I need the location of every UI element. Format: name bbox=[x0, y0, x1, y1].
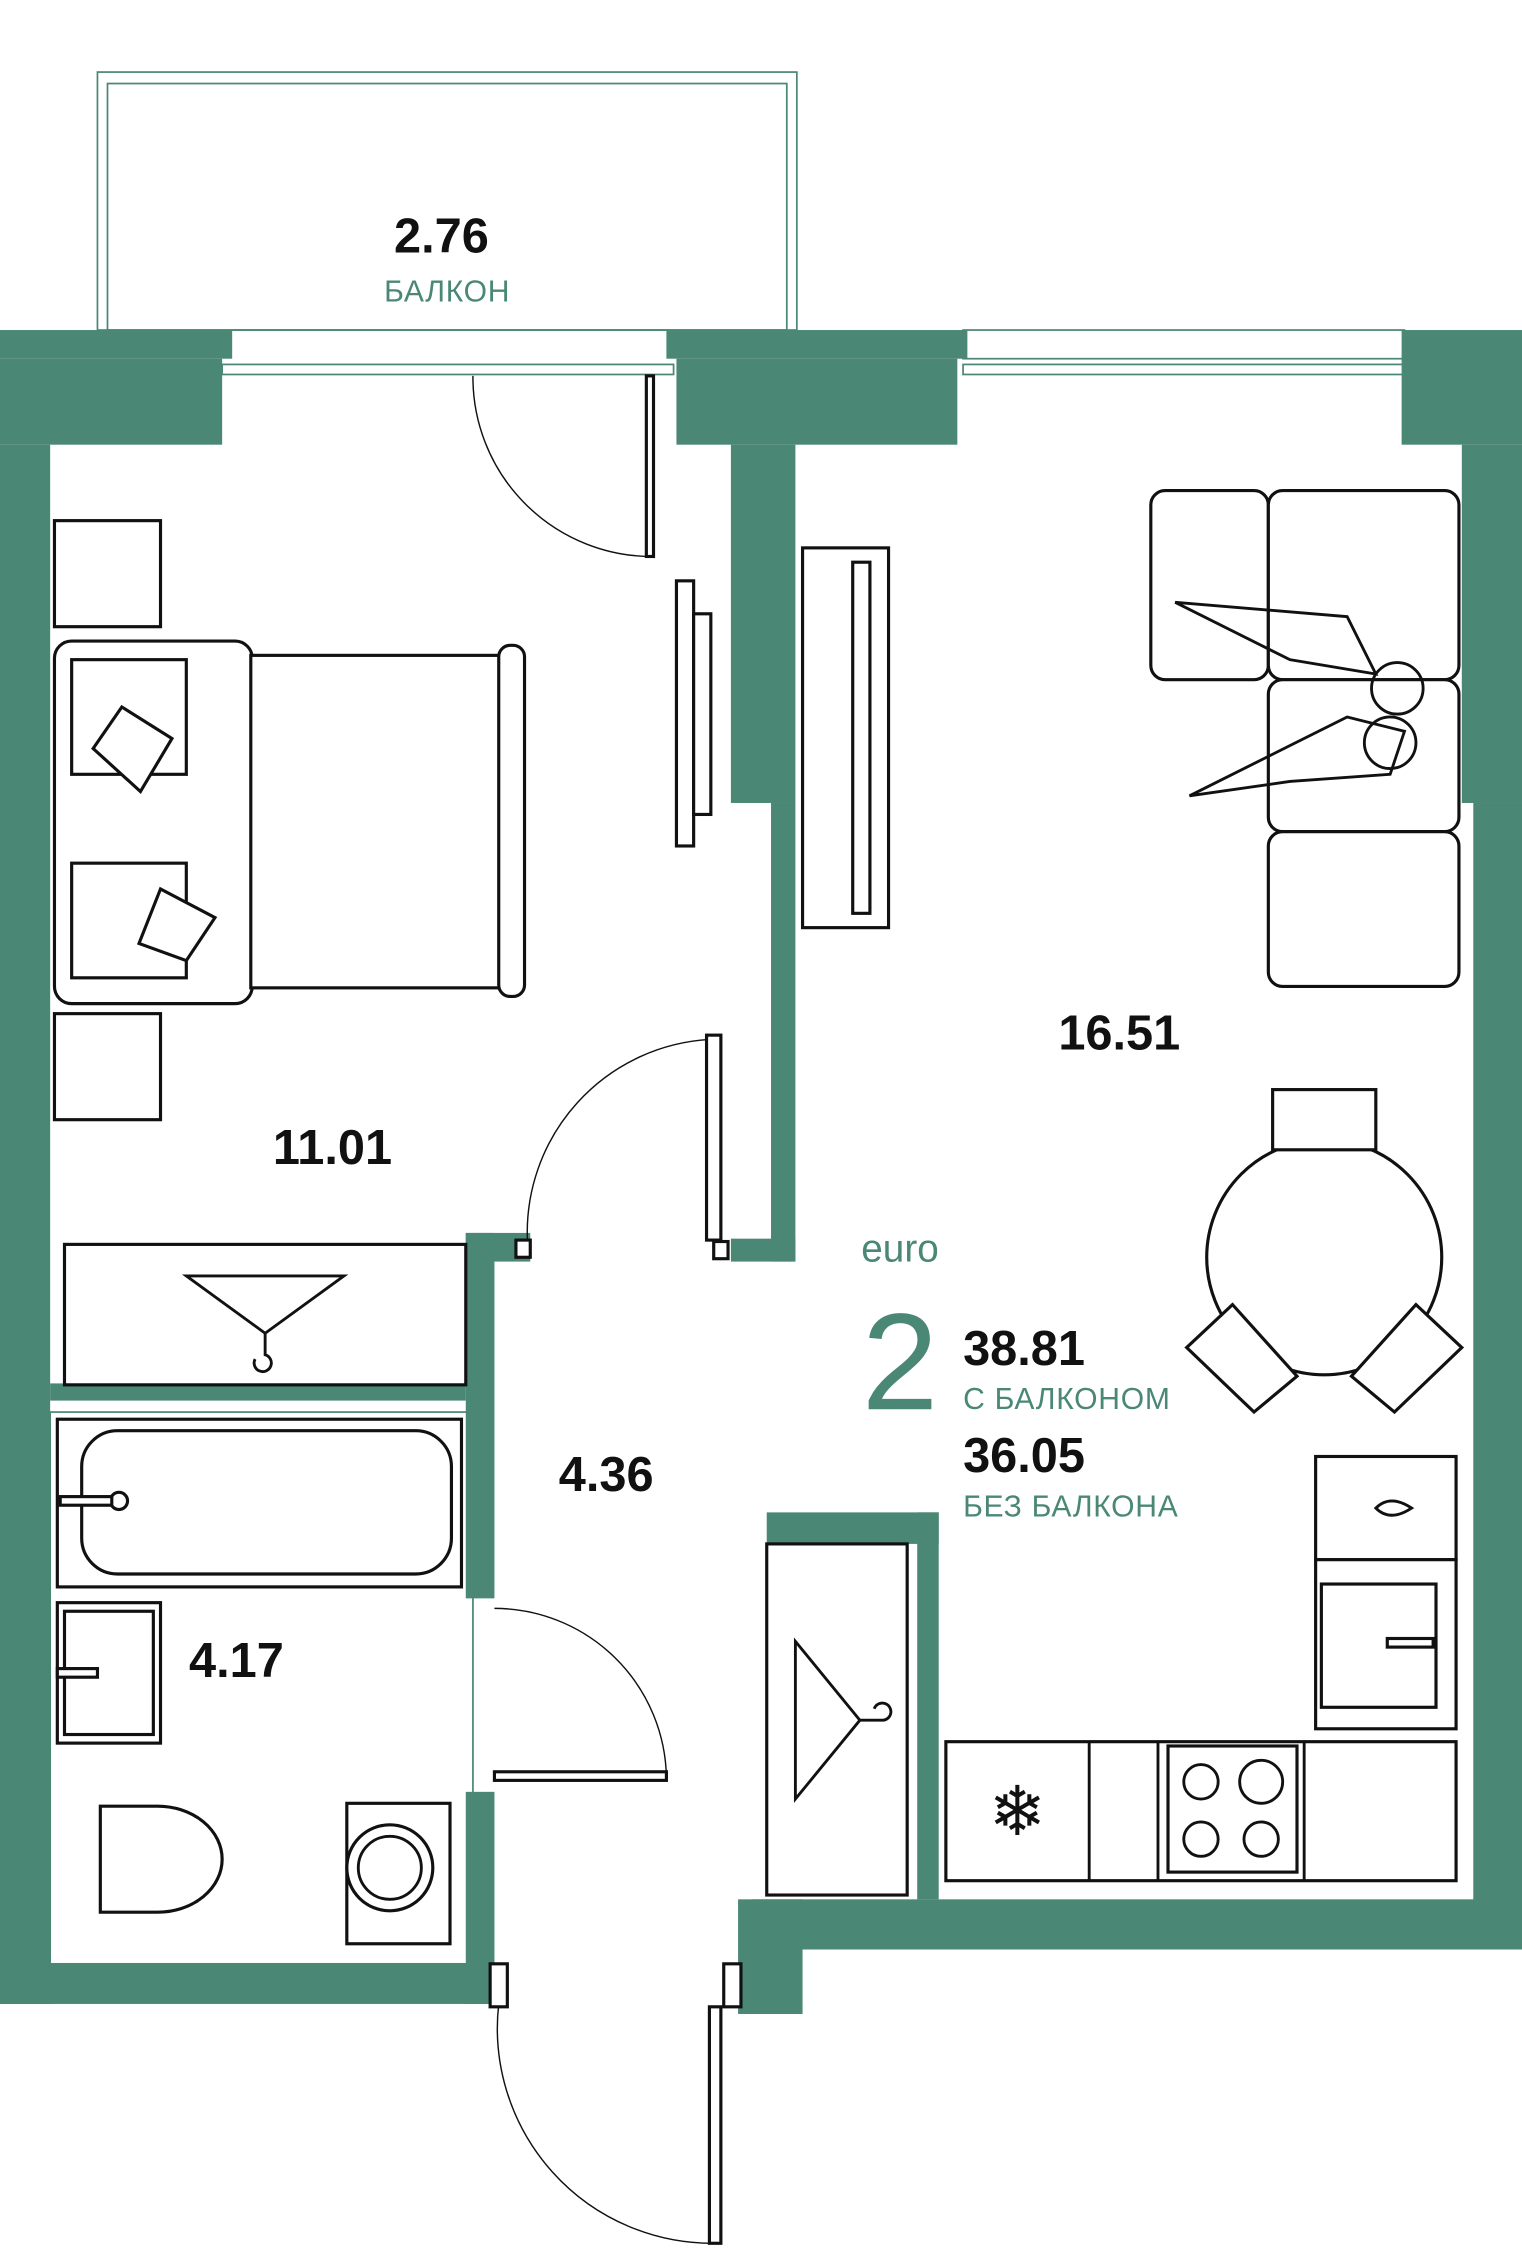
bathroom-area: 4.17 bbox=[189, 1634, 284, 1688]
hallway-area: 4.36 bbox=[559, 1448, 654, 1502]
bedroom-furniture bbox=[52, 519, 713, 1387]
snowflake-icon: ❄ bbox=[989, 1772, 1047, 1852]
balcony-area: 2.76 bbox=[394, 210, 489, 264]
bathroom-fixtures bbox=[49, 1411, 474, 1965]
room-count: 2 bbox=[862, 1285, 939, 1439]
living-furniture bbox=[800, 488, 1465, 1415]
without-balcony-label: БЕЗ БАЛКОНА bbox=[963, 1491, 1178, 1524]
walls bbox=[0, 330, 1522, 2014]
hallway-wardrobe bbox=[765, 1542, 909, 1897]
balcony bbox=[96, 71, 1416, 376]
balcony-label: БАЛКОН bbox=[384, 275, 510, 308]
with-balcony-label: С БАЛКОНОМ bbox=[963, 1383, 1171, 1416]
kitchen: ❄ bbox=[944, 1454, 1458, 1883]
living-area: 16.51 bbox=[1058, 1006, 1180, 1060]
bedroom-area: 11.01 bbox=[273, 1121, 392, 1175]
total-without-balcony: 36.05 bbox=[963, 1429, 1085, 1483]
total-with-balcony: 38.81 bbox=[963, 1322, 1085, 1376]
doors bbox=[472, 374, 743, 2245]
apartment-type: euro bbox=[861, 1228, 938, 1271]
